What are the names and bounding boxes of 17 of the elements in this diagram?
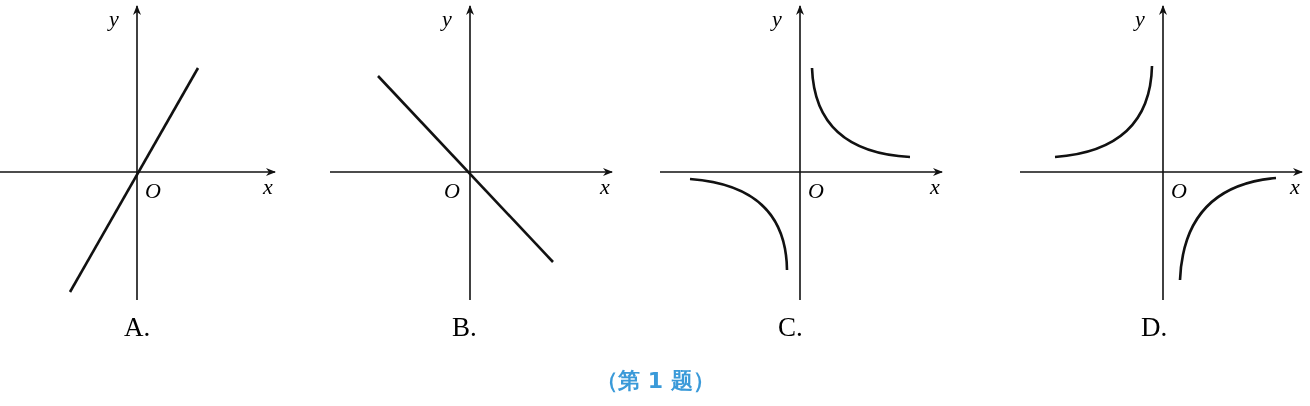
axis-label: y (1135, 8, 1145, 30)
axis-label: y (109, 8, 119, 30)
origin-label: O (145, 180, 161, 202)
axis-label: x (600, 176, 610, 198)
caption: （第 1 题） (596, 370, 715, 392)
axis-label: y (772, 8, 782, 30)
axis-label: y (442, 8, 452, 30)
option-label: B. (452, 314, 477, 341)
axis-label: x (930, 176, 940, 198)
origin-label: O (444, 180, 460, 202)
axis-label: x (263, 176, 273, 198)
option-label: C. (778, 314, 803, 341)
origin-label: O (1171, 180, 1187, 202)
option-label: D. (1141, 314, 1168, 341)
axis-label: x (1290, 176, 1300, 198)
origin-label: O (808, 180, 824, 202)
option-label: A. (124, 314, 151, 341)
